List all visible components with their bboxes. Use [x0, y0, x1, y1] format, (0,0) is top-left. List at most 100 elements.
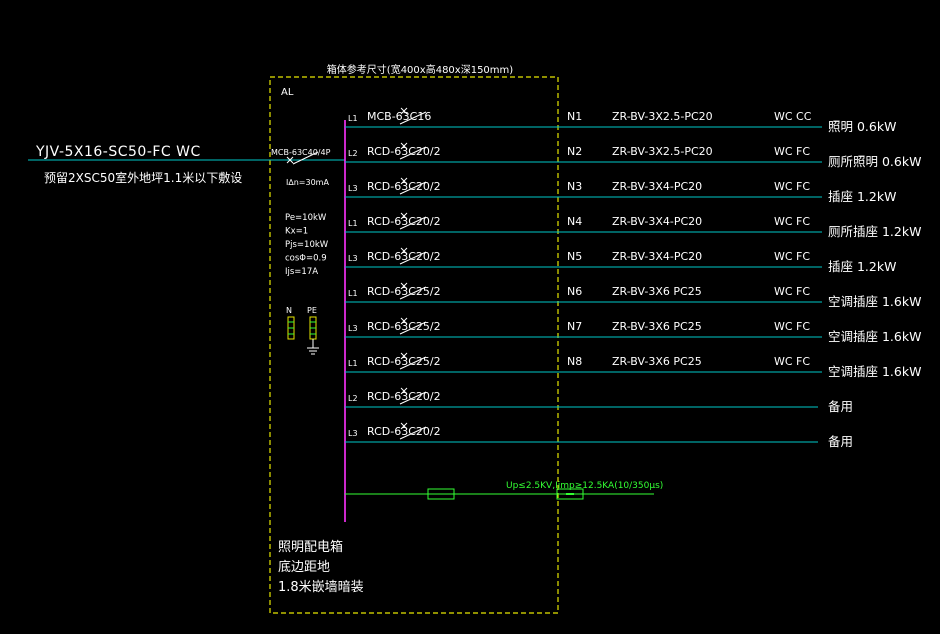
circuit-cable: ZR-BV-3X4-PC20	[612, 250, 702, 263]
circuit-row: L2 RCD-63C20/2 N2 ZR-BV-3X2.5-PC20 WC FC 厕所照明…	[345, 142, 921, 169]
circuit-number: N6	[567, 285, 582, 298]
circuit-phase: L3	[348, 429, 358, 438]
circuit-laying: WC CC	[774, 110, 812, 123]
parameter-text: cosΦ=0.9	[285, 254, 327, 264]
circuit-row: L1 RCD-63C25/2 N6 ZR-BV-3X6 PC25 WC FC 空调插座 1…	[345, 282, 921, 309]
circuit-load: 空调插座 1.6kW	[828, 294, 921, 309]
circuit-phase: L3	[348, 324, 358, 333]
circuit-load: 备用	[828, 434, 853, 449]
install-note-line: 照明配电箱	[278, 539, 343, 555]
circuit-load: 空调插座 1.6kW	[828, 364, 921, 379]
circuit-cable: ZR-BV-3X6 PC25	[612, 285, 702, 298]
circuit-phase: L3	[348, 184, 358, 193]
circuit-row: L1 RCD-63C25/2 N8 ZR-BV-3X6 PC25 WC FC 空调插座 1…	[345, 352, 921, 379]
circuit-breaker-label: RCD-63C20/2	[367, 390, 441, 403]
circuit-breaker-label: RCD-63C20/2	[367, 250, 441, 263]
incoming-cable-note: 预留2XSC50室外地坪1.1米以下敷设	[44, 170, 242, 185]
circuit-load: 备用	[828, 399, 853, 414]
circuit-row: L1 RCD-63C20/2 N4 ZR-BV-3X4-PC20 WC FC 厕所插座 1…	[345, 212, 921, 239]
circuit-cable: ZR-BV-3X2.5-PC20	[612, 110, 713, 123]
circuit-breaker-label: RCD-63C25/2	[367, 355, 441, 368]
install-note-line: 1.8米嵌墙暗装	[278, 580, 364, 595]
circuit-cable: ZR-BV-3X4-PC20	[612, 215, 702, 228]
circuit-load: 插座 1.2kW	[828, 259, 896, 274]
circuit-phase: L1	[348, 359, 358, 368]
circuit-breaker-label: RCD-63C20/2	[367, 145, 441, 158]
circuit-laying: WC FC	[774, 355, 810, 368]
circuit-breaker-label: RCD-63C25/2	[367, 285, 441, 298]
circuit-breaker-label: RCD-63C20/2	[367, 425, 441, 438]
circuit-breaker-symbol	[399, 142, 427, 160]
main-breaker-label: MCB-63C40/4P	[271, 148, 331, 157]
circuit-phase: L3	[348, 254, 358, 263]
circuit-number: N1	[567, 110, 582, 123]
circuit-row: L3 RCD-63C20/2 备用	[345, 422, 853, 449]
pe-label: PE	[307, 306, 317, 315]
circuit-load: 插座 1.2kW	[828, 189, 896, 204]
parameter-text: Pjs=10kW	[285, 240, 329, 250]
circuit-breaker-symbol	[399, 317, 427, 335]
pe-terminal: PE	[307, 306, 319, 355]
circuit-laying: WC FC	[774, 285, 810, 298]
circuit-breaker-label: RCD-63C25/2	[367, 320, 441, 333]
spd-label: Up≤2.5KV,Iimp≥12.5KA(10/350μs)	[506, 481, 663, 491]
main-breaker-symbol	[286, 151, 319, 165]
circuit-cable: ZR-BV-3X6 PC25	[612, 355, 702, 368]
circuit-breaker-symbol	[399, 352, 427, 370]
box-title: 箱体参考尺寸(宽400x高480x深150mm)	[327, 63, 513, 76]
circuit-breaker-symbol	[399, 387, 427, 405]
circuit-breaker-symbol	[399, 247, 427, 265]
main-rcd-label: I∆n=30mA	[286, 178, 329, 187]
circuit-number: N8	[567, 355, 582, 368]
circuit-number: N7	[567, 320, 582, 333]
circuit-phase: L1	[348, 219, 358, 228]
circuit-breaker-symbol	[399, 282, 427, 300]
parameter-text: Ijs=17A	[285, 267, 318, 277]
circuit-cable: ZR-BV-3X6 PC25	[612, 320, 702, 333]
circuit-row: L3 RCD-63C20/2 N5 ZR-BV-3X4-PC20 WC FC 插座 1.2…	[345, 247, 896, 274]
parameter-text: Pe=10kW	[285, 213, 327, 223]
circuit-number: N2	[567, 145, 582, 158]
circuit-breaker-label: RCD-63C20/2	[367, 180, 441, 193]
circuit-number: N5	[567, 250, 582, 263]
circuit-phase: L2	[348, 394, 358, 403]
circuit-phase: L2	[348, 149, 358, 158]
circuit-laying: WC FC	[774, 215, 810, 228]
circuit-cable: ZR-BV-3X2.5-PC20	[612, 145, 713, 158]
circuit-row: L2 RCD-63C20/2 备用	[345, 387, 853, 414]
circuit-phase: L1	[348, 289, 358, 298]
circuit-breaker-symbol	[399, 212, 427, 230]
circuit-breaker-label: RCD-63C20/2	[367, 215, 441, 228]
circuit-cable: ZR-BV-3X4-PC20	[612, 180, 702, 193]
circuit-load: 厕所照明 0.6kW	[828, 154, 921, 169]
neutral-terminal: N	[286, 306, 295, 340]
circuit-breaker-symbol	[399, 107, 427, 125]
circuit-row: L3 RCD-63C20/2 N3 ZR-BV-3X4-PC20 WC FC 插座 1.2…	[345, 177, 896, 204]
neutral-label: N	[286, 306, 292, 315]
circuit-phase: L1	[348, 114, 358, 123]
circuit-breaker-symbol	[399, 422, 427, 440]
circuit-load: 厕所插座 1.2kW	[828, 224, 921, 239]
circuit-number: N4	[567, 215, 582, 228]
circuit-laying: WC FC	[774, 145, 810, 158]
circuit-laying: WC FC	[774, 250, 810, 263]
parameter-text: Kx=1	[285, 227, 308, 237]
circuit-number: N3	[567, 180, 582, 193]
incoming-cable-label: YJV-5X16-SC50-FC WC	[35, 144, 201, 160]
spd-device	[556, 488, 584, 500]
circuit-laying: WC FC	[774, 320, 810, 333]
circuit-breaker-symbol	[399, 177, 427, 195]
enclosure-box	[269, 76, 559, 614]
circuit-laying: WC FC	[774, 180, 810, 193]
box-code: AL	[281, 87, 294, 98]
surge-protector	[345, 488, 654, 500]
install-note-line: 底边距地	[278, 559, 330, 575]
circuit-load: 照明 0.6kW	[828, 119, 896, 134]
